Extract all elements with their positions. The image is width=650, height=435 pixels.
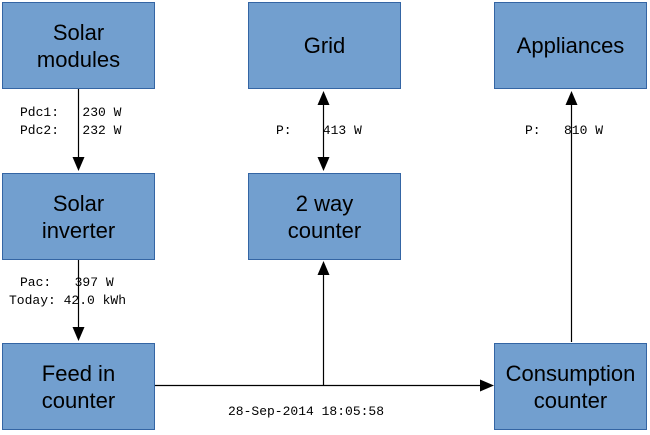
two-way-counter-box: 2 way counter [248, 173, 401, 260]
pdc1-reading: Pdc1: 230 W [20, 105, 122, 120]
feed-in-counter-box: Feed in counter [2, 343, 155, 430]
appliances-label: Appliances [516, 33, 625, 58]
solar-modules-label-line2: modules [36, 46, 121, 72]
solar-inverter-label-line2: inverter [41, 217, 116, 243]
consumption-counter-label-line2: counter [533, 387, 608, 413]
feed-in-counter-label-line1: Feed in [41, 360, 116, 386]
today-energy-reading: Today: 42.0 kWh [9, 293, 127, 308]
pac-reading: Pac: 397 W [20, 275, 114, 290]
solar-modules-label-line1: Solar [52, 19, 105, 45]
solar-inverter-label-line1: Solar [52, 190, 105, 216]
arrowhead-down-inverter [72, 157, 85, 171]
arrowhead-up-appliances [565, 91, 578, 105]
feed-in-counter-label-line2: counter [41, 387, 116, 413]
timestamp: 28-Sep-2014 18:05:58 [228, 404, 385, 419]
pdc2-reading: Pdc2: 232 W [20, 123, 122, 138]
appliances-box: Appliances [494, 2, 647, 89]
consumption-counter-box: Consumption counter [494, 343, 647, 430]
consumption-counter-label-line1: Consumption [505, 360, 636, 386]
arrowhead-right-consumption [480, 379, 494, 392]
consumption-power-reading: P: 810 W [525, 123, 604, 138]
arrowhead-up-2way [317, 261, 330, 275]
two-way-counter-label-line1: 2 way [295, 190, 354, 216]
grid-power-reading: P: 413 W [276, 123, 362, 138]
arrowhead-up-grid [317, 91, 330, 105]
solar-inverter-box: Solar inverter [2, 173, 155, 260]
grid-box: Grid [248, 2, 401, 89]
grid-label: Grid [303, 33, 346, 58]
solar-modules-box: Solar modules [2, 2, 155, 89]
arrowhead-down-feed-in [72, 327, 85, 341]
two-way-counter-label-line2: counter [287, 217, 362, 243]
arrowhead-down-2way [317, 157, 330, 171]
